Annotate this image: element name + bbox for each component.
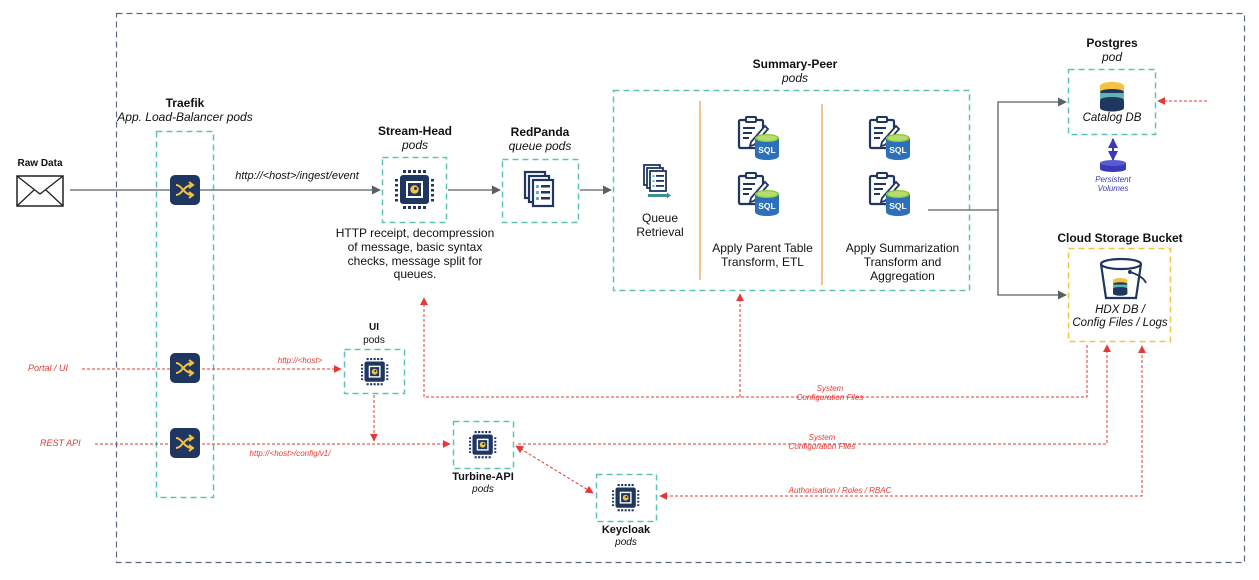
cpu-chip-icon	[395, 170, 434, 209]
system-config-files-label: System Configuration Files	[772, 433, 872, 451]
stream-head-subtitle: pods	[401, 138, 429, 152]
auth-roles-rbac-label: Authorisation / Roles / RBAC	[788, 486, 892, 495]
postgres-pod-box	[1067, 68, 1157, 136]
label-line: Transform and	[863, 254, 942, 269]
turbine-api-pods-box	[452, 420, 515, 470]
label-line: Retrieval	[636, 224, 684, 239]
summary-peer-pods-box	[612, 89, 971, 292]
sql-transform-icon	[737, 115, 781, 162]
stream-head-description: HTTP receipt, decompression of message, …	[320, 226, 510, 282]
description-line: queues.	[393, 267, 437, 282]
description-line: of message, basic syntax	[347, 239, 483, 254]
stream-head-title: Stream-Head	[377, 124, 453, 138]
raw-data-label: Raw Data	[17, 158, 63, 169]
rest-api-label: REST API	[40, 438, 81, 448]
label-line: System	[808, 433, 836, 442]
keycloak-pods-box	[595, 473, 658, 523]
edge-turbine-keycloak	[515, 445, 594, 494]
label-line: Aggregation	[870, 268, 935, 283]
documents-stack-icon	[523, 170, 555, 208]
edge-keycloak-to-storage-auth	[659, 345, 1146, 500]
ingest-url-label: http://<host>/ingest/event	[235, 170, 359, 182]
queue-retrieval-icon	[643, 164, 672, 200]
edge-storage-to-stream-head-config	[420, 297, 1088, 398]
sql-transform-icon	[868, 115, 912, 162]
summarization-label: Apply Summarization Transform and Aggreg…	[835, 241, 970, 283]
traefik-subtitle: App. Load-Balancer pods	[117, 110, 253, 124]
turbine-url-label: http://<host>/config/v1/	[249, 449, 331, 458]
summary-peer-title: Summary-Peer	[752, 57, 838, 71]
cpu-chip-icon	[361, 358, 389, 386]
cloud-storage-bucket-box	[1067, 247, 1172, 343]
shuffle-icon	[169, 427, 201, 459]
stream-head-pods-box	[381, 156, 448, 224]
sql-transform-icon	[868, 171, 912, 218]
raw-data-envelope-icon	[16, 175, 64, 207]
redpanda-subtitle: queue pods	[508, 139, 572, 153]
cpu-chip-icon	[612, 484, 640, 512]
postgres-title: Postgres	[1086, 36, 1138, 50]
label-line: Transform, ETL	[721, 254, 804, 269]
queue-retrieval-label: Queue Retrieval	[620, 211, 700, 240]
system-config-files-label: System Configuration Files	[780, 384, 880, 402]
portal-ui-label: Portal / UI	[28, 363, 69, 373]
description-line: checks, message split for	[347, 253, 483, 268]
bucket-icon	[1099, 257, 1147, 300]
traefik-title: Traefik	[165, 96, 205, 110]
sql-transform-icon	[737, 171, 781, 218]
postgres-subtitle: pod	[1101, 50, 1123, 64]
ui-subtitle: pods	[363, 335, 385, 346]
summary-peer-subtitle: pods	[781, 71, 809, 85]
label-line: Configuration Files	[796, 393, 864, 403]
ui-title: UI	[369, 322, 379, 333]
description-line: HTTP receipt, decompression	[335, 226, 495, 240]
cpu-chip-icon	[469, 431, 497, 459]
parent-transform-label: Apply Parent Table Transform, ETL	[705, 241, 820, 270]
turbine-api-subtitle: pods	[472, 484, 494, 495]
persistent-volume-icon	[1100, 160, 1126, 172]
label-line: Apply Parent Table	[712, 241, 813, 255]
cluster-boundary-frame	[115, 12, 1246, 564]
keycloak-title: Keycloak	[601, 524, 651, 536]
keycloak-subtitle: pods	[615, 537, 637, 548]
label-line: Queue	[641, 211, 679, 225]
label-line: Apply Summarization	[845, 241, 960, 255]
traefik-pods-box	[155, 130, 215, 499]
shuffle-icon	[169, 352, 201, 384]
ui-url-label: http://<host>	[277, 356, 323, 365]
label-line: Config Files / Logs	[1072, 317, 1168, 330]
catalog-db-label: Catalog DB	[1082, 112, 1142, 124]
edge-summary-peer-to-postgres	[928, 97, 1067, 211]
cloud-storage-content: HDX DB / Config Files / Logs	[1060, 304, 1180, 330]
label-line: Persistent	[1095, 175, 1131, 184]
database-icon	[1100, 82, 1124, 112]
turbine-api-title: Turbine-API	[452, 471, 514, 483]
ui-pods-box	[343, 348, 406, 395]
label-line: Configuration Files	[788, 442, 856, 452]
label-line: Volumes	[1097, 184, 1129, 194]
redpanda-title: RedPanda	[510, 125, 570, 139]
cloud-storage-title: Cloud Storage Bucket	[1057, 231, 1183, 245]
label-line: System	[816, 384, 844, 393]
label-line: HDX DB /	[1095, 304, 1145, 316]
persistent-volumes-label: Persistent Volumes	[1078, 175, 1148, 193]
shuffle-icon	[169, 174, 201, 206]
edge-summary-peer-to-cloud-storage	[997, 210, 1067, 300]
